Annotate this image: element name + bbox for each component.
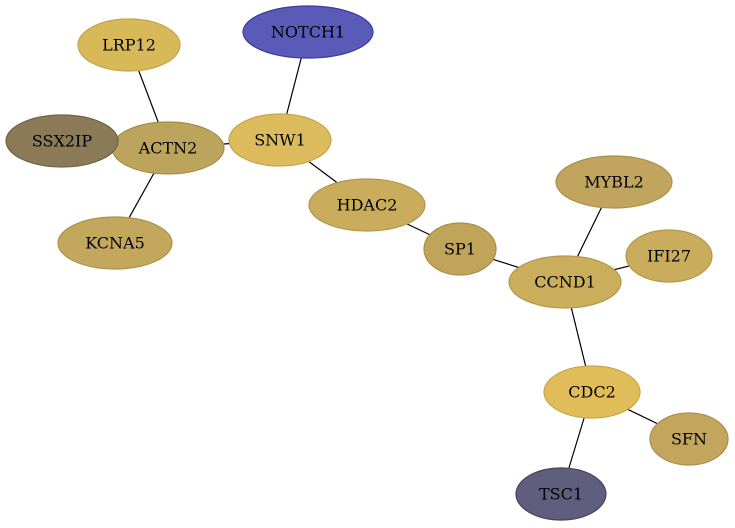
node-ellipse xyxy=(625,229,713,283)
node-actn2: ACTN2 xyxy=(111,121,225,175)
node-label: CCND1 xyxy=(534,273,596,292)
node-ellipse xyxy=(423,222,497,276)
node-label: SFN xyxy=(671,430,707,449)
node-ellipse xyxy=(77,18,181,72)
node-ellipse xyxy=(555,155,673,209)
node-ellipse xyxy=(515,467,607,521)
node-sp1: SP1 xyxy=(423,222,497,276)
node-mybl2: MYBL2 xyxy=(555,155,673,209)
node-ellipse xyxy=(242,5,374,59)
node-ssx2ip: SSX2IP xyxy=(5,114,119,168)
node-label: IFI27 xyxy=(647,247,691,266)
node-ccnd1: CCND1 xyxy=(508,255,622,309)
node-ellipse xyxy=(228,113,332,167)
node-label: CDC2 xyxy=(568,383,616,402)
node-kcna5: KCNA5 xyxy=(57,216,173,270)
node-lrp12: LRP12 xyxy=(77,18,181,72)
node-ellipse xyxy=(5,114,119,168)
node-ellipse xyxy=(508,255,622,309)
node-ellipse xyxy=(649,412,729,466)
node-ifi27: IFI27 xyxy=(625,229,713,283)
node-tsc1: TSC1 xyxy=(515,467,607,521)
node-label: NOTCH1 xyxy=(271,23,345,42)
node-cdc2: CDC2 xyxy=(543,365,641,419)
node-ellipse xyxy=(57,216,173,270)
node-label: TSC1 xyxy=(539,485,583,504)
node-label: SSX2IP xyxy=(32,132,93,151)
node-ellipse xyxy=(308,178,426,232)
node-label: ACTN2 xyxy=(138,139,198,158)
node-sfn: SFN xyxy=(649,412,729,466)
node-notch1: NOTCH1 xyxy=(242,5,374,59)
node-snw1: SNW1 xyxy=(228,113,332,167)
node-label: SNW1 xyxy=(254,131,306,150)
node-ellipse xyxy=(543,365,641,419)
node-label: MYBL2 xyxy=(584,173,644,192)
node-label: LRP12 xyxy=(102,36,156,55)
node-label: SP1 xyxy=(444,240,476,259)
node-hdac2: HDAC2 xyxy=(308,178,426,232)
node-label: HDAC2 xyxy=(337,196,398,215)
node-label: KCNA5 xyxy=(85,234,145,253)
